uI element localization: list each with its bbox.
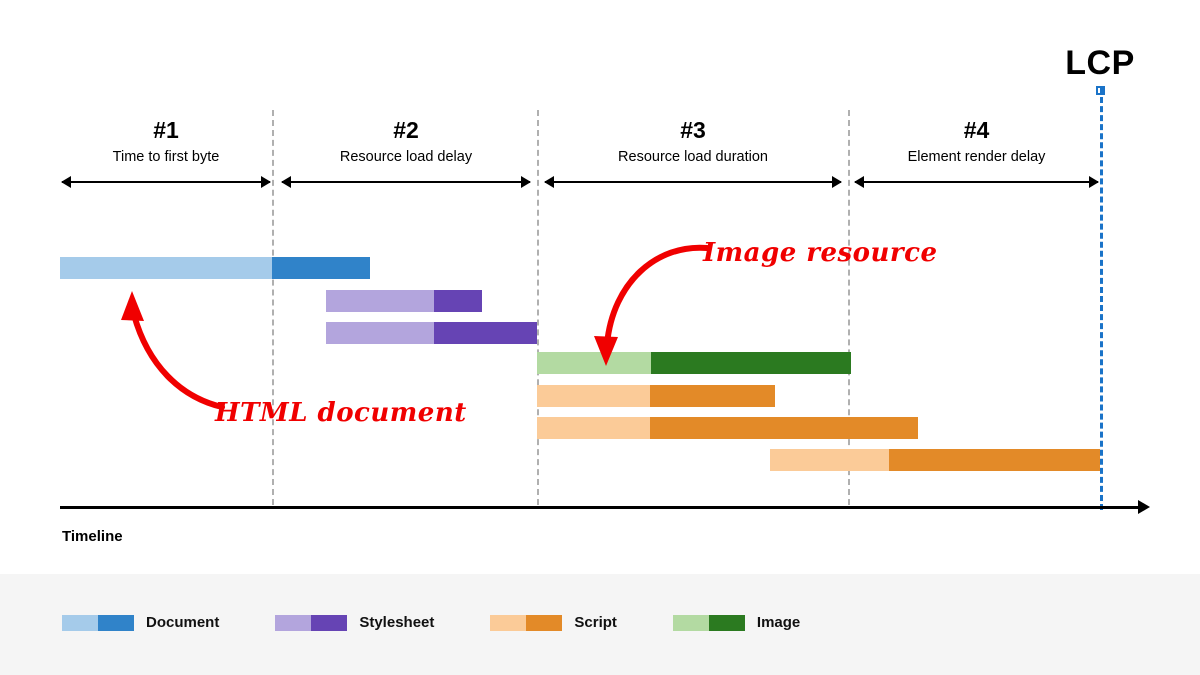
resource-bar-stylesheet-1 bbox=[326, 290, 482, 312]
phase-3: #3 Resource load duration bbox=[545, 117, 841, 167]
resource-bar-script-3 bbox=[770, 449, 1100, 471]
resource-bar-script-1 bbox=[537, 385, 775, 407]
phase-4-name: Element render delay bbox=[907, 149, 1046, 166]
phase-2-arrow bbox=[281, 176, 531, 188]
swatch-dark bbox=[708, 614, 745, 631]
swatch-dark bbox=[526, 614, 563, 631]
html-document-arrow-icon bbox=[121, 291, 225, 410]
phase-2-name: Resource load delay bbox=[339, 149, 473, 166]
bar-segment-dark bbox=[650, 417, 918, 439]
legend-label-image: Image bbox=[756, 614, 801, 631]
resource-bar-image bbox=[537, 352, 851, 374]
timeline-axis-label: Timeline bbox=[62, 528, 123, 545]
legend-label-script: Script bbox=[574, 614, 617, 631]
lcp-marker-line bbox=[1100, 88, 1103, 510]
phase-3-number: #3 bbox=[680, 117, 706, 143]
phase-divider-1 bbox=[272, 110, 274, 505]
image-resource-arrow-icon bbox=[594, 244, 710, 366]
bar-segment-light bbox=[326, 322, 434, 344]
legend-row: Document Stylesheet Script bbox=[62, 614, 856, 631]
bar-segment-dark bbox=[650, 385, 775, 407]
timeline-axis bbox=[60, 506, 1140, 509]
bar-segment-light bbox=[60, 257, 272, 279]
legend-swatch-image bbox=[672, 614, 745, 631]
phase-4-number: #4 bbox=[963, 117, 990, 143]
phase-1: #1 Time to first byte bbox=[60, 117, 272, 167]
phase-3-arrow bbox=[544, 176, 842, 188]
chart-plot-area: LCP #1 Time to first byte #2 Resource lo… bbox=[60, 44, 1150, 545]
timeline-axis-arrow-icon bbox=[1138, 500, 1150, 514]
bar-segment-dark bbox=[434, 322, 537, 344]
legend-label-stylesheet: Stylesheet bbox=[359, 614, 435, 631]
legend-item-script[interactable]: Script bbox=[490, 614, 617, 631]
phase-divider-2 bbox=[537, 110, 539, 505]
bar-segment-dark bbox=[889, 449, 1100, 471]
phase-1-arrow bbox=[61, 176, 271, 188]
swatch-dark bbox=[311, 614, 348, 631]
phase-divider-3 bbox=[848, 110, 850, 505]
bar-segment-dark bbox=[434, 290, 482, 312]
bar-segment-light bbox=[770, 449, 889, 471]
swatch-light bbox=[672, 614, 709, 631]
resource-bar-stylesheet-2 bbox=[326, 322, 537, 344]
phase-2-number: #2 bbox=[393, 117, 419, 143]
annotation-html-document: HTML document bbox=[215, 398, 467, 428]
legend-item-stylesheet[interactable]: Stylesheet bbox=[275, 614, 434, 631]
phase-4: #4 Element render delay bbox=[855, 117, 1098, 167]
phase-1-name: Time to first byte bbox=[112, 149, 220, 166]
bar-segment-light bbox=[537, 417, 650, 439]
legend-label-document: Document bbox=[146, 614, 220, 631]
swatch-light bbox=[490, 614, 527, 631]
annotation-image-resource: Image resource bbox=[703, 238, 938, 268]
bar-segment-dark bbox=[272, 257, 370, 279]
phase-2: #2 Resource load delay bbox=[282, 117, 530, 167]
swatch-light bbox=[62, 614, 98, 631]
legend-item-image[interactable]: Image bbox=[672, 614, 801, 631]
phase-1-number: #1 bbox=[153, 117, 179, 143]
swatch-light bbox=[275, 614, 312, 631]
bar-segment-light bbox=[537, 385, 650, 407]
phase-4-arrow bbox=[854, 176, 1099, 188]
bar-segment-light bbox=[326, 290, 434, 312]
lcp-label: LCP bbox=[1065, 44, 1135, 82]
bar-segment-light bbox=[537, 352, 651, 374]
resource-bar-document bbox=[60, 257, 370, 279]
legend-swatch-script bbox=[490, 614, 563, 631]
resource-bar-script-2 bbox=[537, 417, 918, 439]
phase-3-name: Resource load duration bbox=[618, 149, 768, 166]
legend-item-document[interactable]: Document bbox=[62, 614, 219, 631]
legend: Document Stylesheet Script bbox=[0, 574, 1200, 675]
legend-swatch-document bbox=[62, 614, 134, 631]
swatch-dark bbox=[98, 614, 134, 631]
bar-segment-dark bbox=[651, 352, 851, 374]
legend-swatch-stylesheet bbox=[275, 614, 348, 631]
